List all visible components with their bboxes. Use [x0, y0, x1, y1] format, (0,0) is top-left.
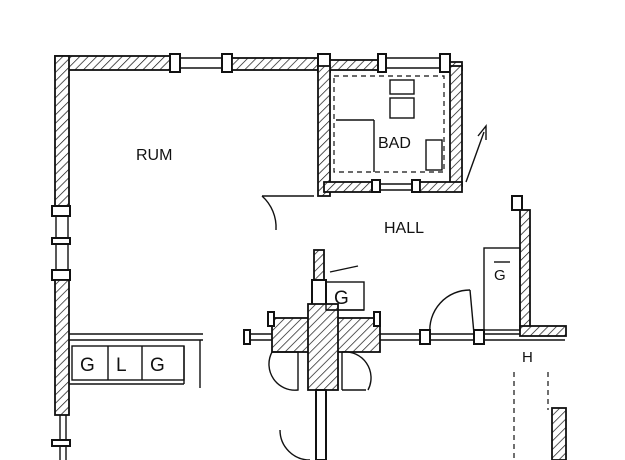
wardrobe-label-right: G	[150, 355, 165, 376]
right-wall	[483, 195, 567, 460]
central-wall-cross	[243, 303, 381, 391]
wardrobe-label-left: G	[80, 355, 95, 376]
outer-wall-left	[51, 55, 71, 460]
bathroom-fixtures	[333, 75, 487, 183]
wardrobe-label-mid: L	[116, 355, 127, 376]
bathroom-walls	[317, 65, 463, 197]
room-label-bad: BAD	[378, 135, 411, 152]
room-label-rum: RUM	[136, 147, 172, 164]
wardrobe-unit	[69, 333, 203, 388]
right-cabinet-label: G	[494, 267, 506, 284]
hall-closet	[325, 281, 365, 311]
closet-label-hall: G	[334, 288, 349, 309]
room-label-hall: HALL	[384, 220, 424, 237]
outer-wall-top	[54, 53, 463, 73]
right-cabinet-lower-label: H	[522, 349, 533, 366]
